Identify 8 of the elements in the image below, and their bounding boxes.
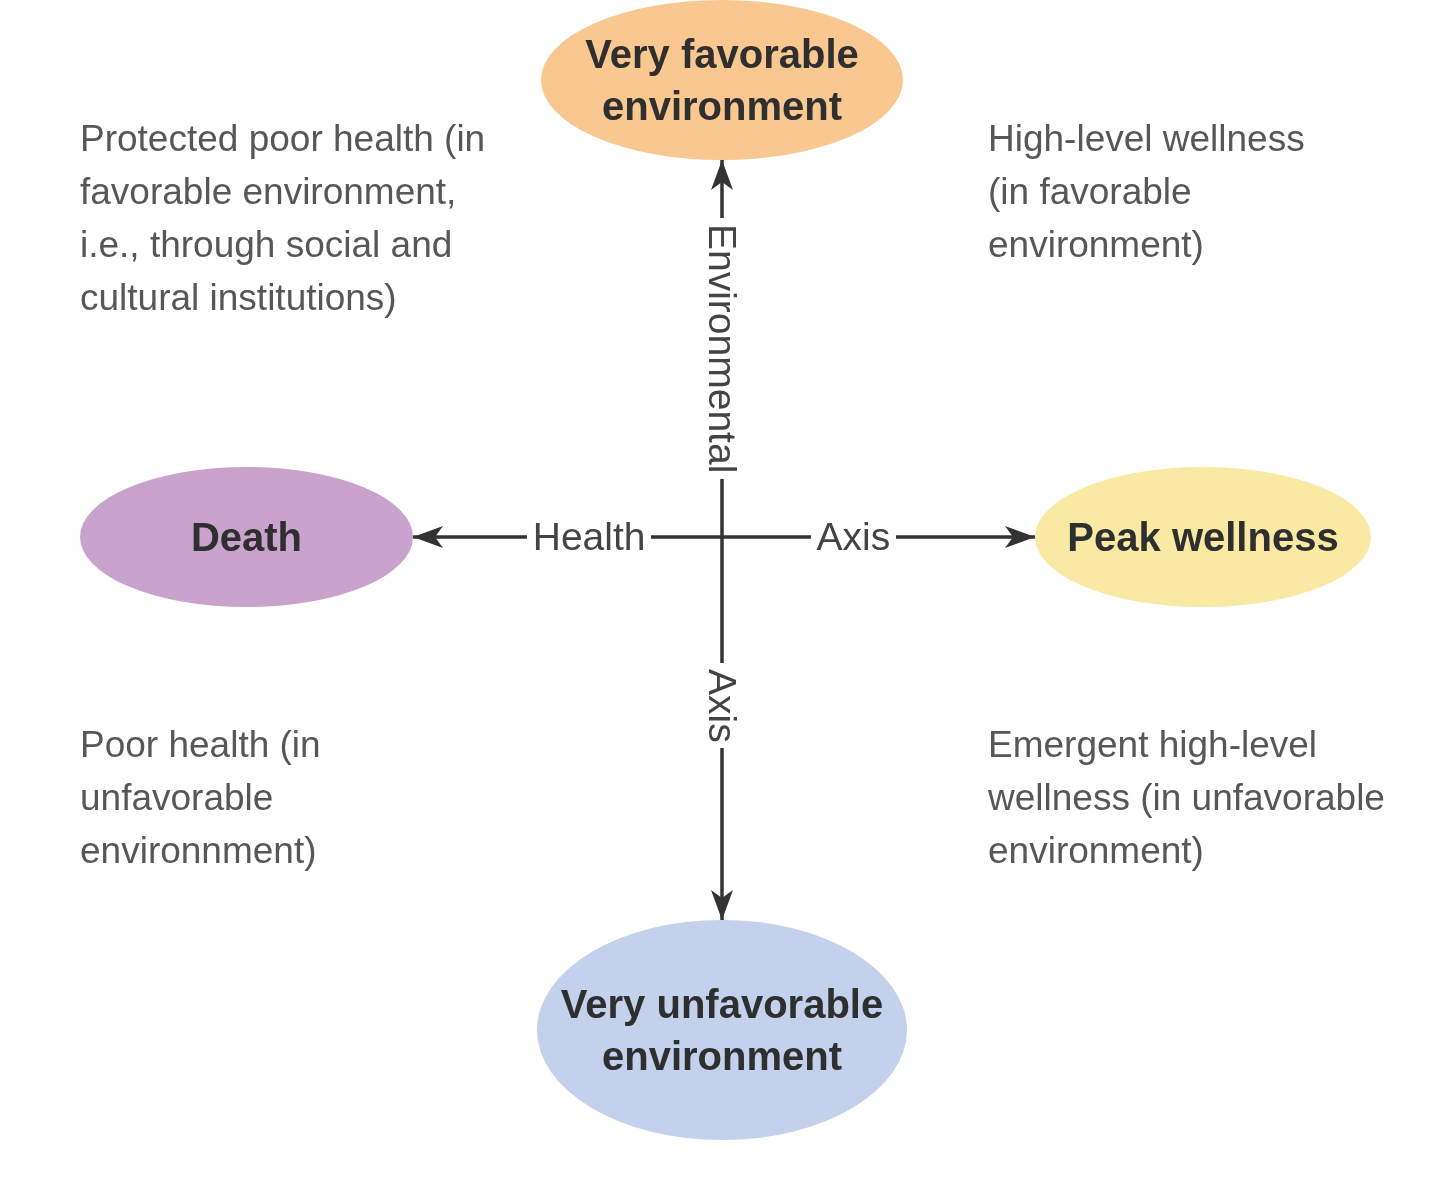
ellipse-node: Very unfavorable environment: [537, 920, 907, 1140]
ellipse-node: Peak wellness: [1035, 467, 1371, 607]
quadrant-note: Protected poor health (in favorable environment, i.e., through social and cultural institutions): [80, 117, 487, 320]
quadrant-note: Emergent high-level wellness (in unfavorable environment): [988, 723, 1386, 873]
quadrant-note: Poor health (in unfavorable environnment): [80, 723, 322, 873]
quadrant-note: High-level wellness (in favorable environment): [988, 117, 1306, 267]
ellipse-node: Very favorable environment: [541, 0, 903, 160]
ellipse-node: Death: [80, 467, 413, 607]
